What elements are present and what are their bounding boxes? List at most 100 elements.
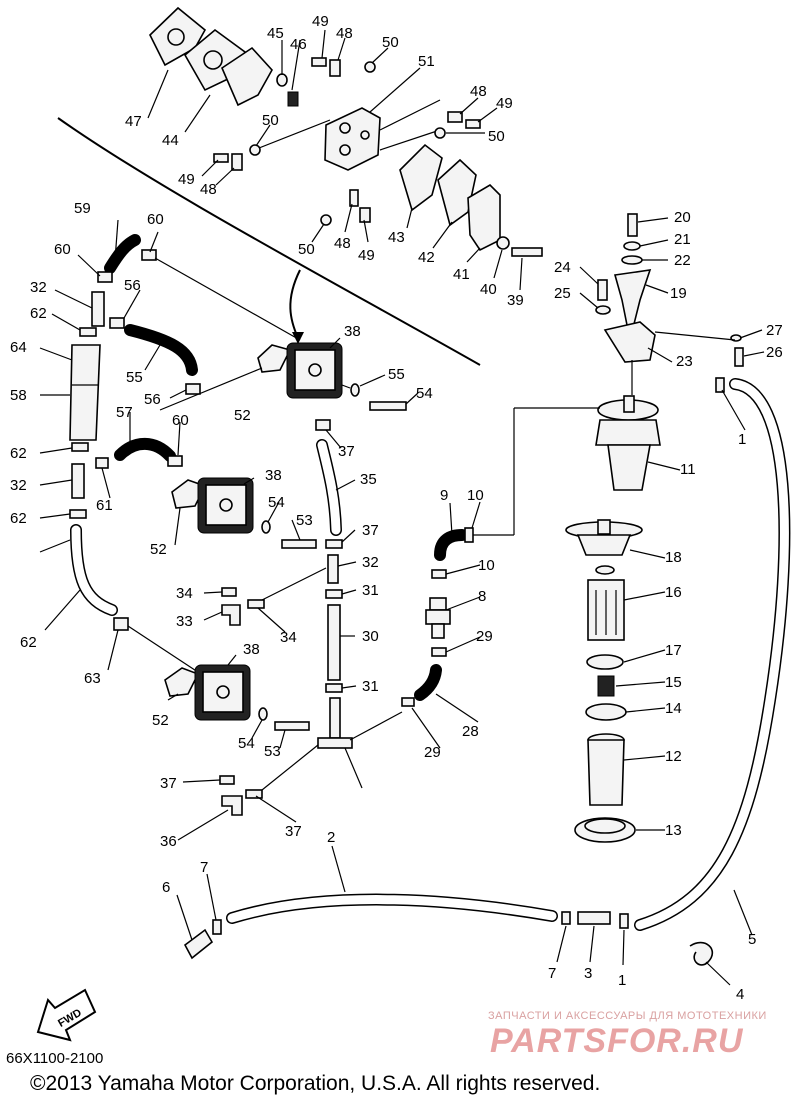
clip-60d — [95, 457, 109, 469]
callout: 52 — [152, 712, 169, 729]
fuel-pump-38c — [164, 664, 251, 721]
joint-32c — [327, 554, 339, 584]
clip-37c — [245, 789, 263, 799]
hose-63-58 — [69, 344, 101, 441]
callout: 40 — [480, 281, 497, 298]
callout: 38 — [344, 323, 361, 340]
callout: 15 — [665, 674, 682, 691]
callout: 18 — [665, 549, 682, 566]
leader-lines — [39, 29, 765, 986]
callout: 56 — [124, 277, 141, 294]
clip-31a — [325, 589, 343, 599]
pump-diaphragm-45 — [221, 46, 273, 107]
callout: 29 — [476, 628, 493, 645]
spring-46 — [287, 91, 299, 107]
callout: 19 — [670, 285, 687, 302]
callout: 50 — [262, 112, 279, 129]
clip-34a — [221, 587, 237, 597]
callout: 48 — [470, 83, 487, 100]
callout: 62 — [10, 510, 27, 527]
callout: 1 — [618, 972, 626, 989]
callout: 31 — [362, 678, 379, 695]
fuel-pump-38b — [171, 477, 254, 534]
clip-62d — [113, 617, 129, 631]
callout: 25 — [554, 285, 571, 302]
callout: 62 — [20, 634, 37, 651]
bolt-26 — [734, 347, 744, 367]
callout: 32 — [362, 554, 379, 571]
callout: 3 — [584, 965, 592, 982]
callout: 48 — [336, 25, 353, 42]
callout: 53 — [296, 512, 313, 529]
screw-49c — [213, 153, 229, 163]
callout: 57 — [116, 404, 133, 421]
callout: 39 — [507, 292, 524, 309]
filter-cap-18 — [565, 519, 643, 556]
callout: 49 — [358, 247, 375, 264]
callout: 51 — [418, 53, 435, 70]
callout: 17 — [665, 642, 682, 659]
callout: 54 — [268, 494, 285, 511]
washer-25 — [595, 305, 611, 315]
nut-50b — [434, 127, 446, 139]
callout: 4 — [736, 986, 744, 1003]
hose-59 — [104, 234, 141, 274]
screw-49a — [311, 57, 327, 67]
callout: 59 — [74, 200, 91, 217]
callout: 52 — [150, 541, 167, 558]
callout: 6 — [162, 879, 170, 896]
callout: 38 — [243, 641, 260, 658]
fuel-pump-38a — [257, 342, 343, 399]
callout: 37 — [338, 443, 355, 460]
pump-cover-41 — [467, 183, 501, 252]
filter-cup-12 — [587, 733, 625, 806]
bolt-20 — [627, 213, 638, 237]
callout: 34 — [280, 629, 297, 646]
callout: 60 — [147, 211, 164, 228]
clip-29b — [431, 647, 447, 657]
clip-37a — [315, 419, 331, 431]
callout: 13 — [665, 822, 682, 839]
clip-60a — [141, 249, 157, 261]
callout: 46 — [290, 36, 307, 53]
washer-54b — [261, 520, 271, 534]
callout: 33 — [176, 613, 193, 630]
arrow-head — [292, 332, 304, 344]
callout: 48 — [334, 235, 351, 252]
clip-1b — [619, 913, 629, 929]
callout: 28 — [462, 723, 479, 740]
callout: 54 — [238, 735, 255, 752]
o-ring-18 — [595, 565, 615, 575]
callout: 63 — [84, 670, 101, 687]
elbow-33 — [221, 604, 241, 626]
callout: 37 — [285, 823, 302, 840]
hose-28 — [414, 664, 442, 701]
washer-54c — [258, 707, 268, 721]
callout: 7 — [200, 859, 208, 876]
callout: 55 — [388, 366, 405, 383]
callout: 49 — [178, 171, 195, 188]
callout: 27 — [766, 322, 783, 339]
pump-gasket-47 — [149, 6, 207, 67]
callout: 49 — [496, 95, 513, 112]
callout: 48 — [200, 181, 217, 198]
callout: 14 — [665, 700, 682, 717]
callout: 58 — [10, 387, 27, 404]
separator-line — [57, 117, 481, 366]
callout: 23 — [676, 353, 693, 370]
callout: 10 — [467, 487, 484, 504]
callout: 62 — [10, 445, 27, 462]
bolt-24 — [597, 279, 608, 301]
clip-7b — [212, 919, 222, 935]
pump-body-51 — [324, 107, 381, 171]
seal-17 — [586, 654, 624, 670]
callout: 49 — [312, 13, 329, 30]
callout: 21 — [674, 231, 691, 248]
nut-50a — [364, 61, 376, 73]
pin-48a — [329, 59, 341, 77]
clip-56a — [109, 317, 125, 329]
callout: 37 — [160, 775, 177, 792]
gasket-43 — [399, 143, 443, 212]
pin-48b — [447, 111, 463, 123]
